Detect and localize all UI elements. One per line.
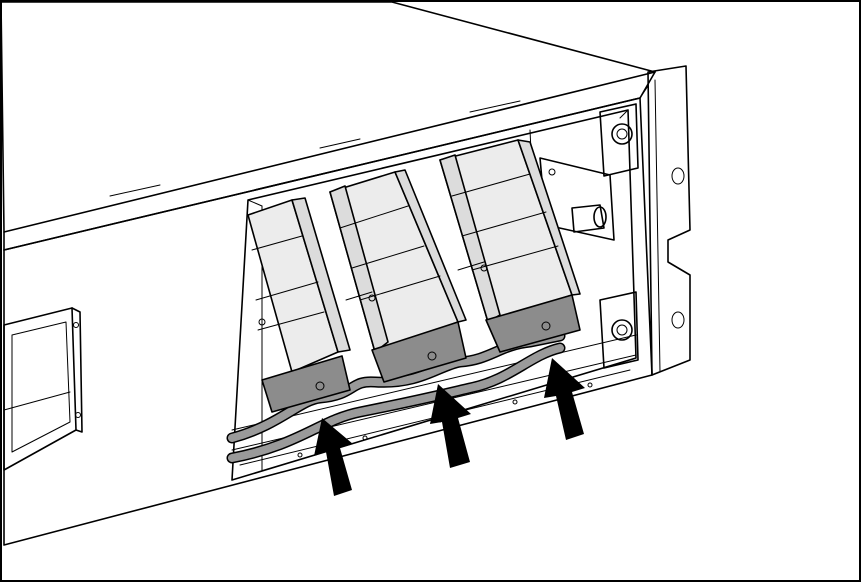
ear-hole-lower — [671, 311, 685, 329]
cables — [226, 330, 566, 464]
screw-lower — [611, 319, 633, 341]
screw-upper — [611, 123, 633, 145]
up-arrow-icon — [430, 384, 471, 468]
left-bracket — [3, 307, 83, 471]
up-arrow-icon — [544, 358, 585, 440]
module-middle — [329, 169, 467, 383]
module-middle-latch — [371, 321, 467, 383]
knob — [571, 204, 605, 233]
mounting-ear — [647, 65, 691, 376]
module-left — [247, 197, 351, 413]
module-right — [439, 139, 581, 353]
up-arrow-icon — [314, 418, 353, 496]
ear-hole-upper — [671, 167, 685, 185]
module-right-latch — [485, 294, 581, 353]
module-left-latch — [261, 355, 351, 413]
